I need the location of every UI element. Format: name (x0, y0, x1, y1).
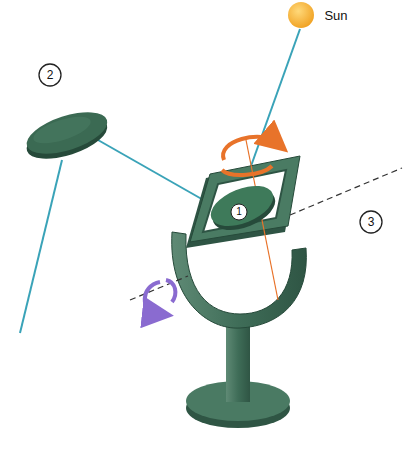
output-ray (20, 160, 62, 333)
primary-mirror (205, 178, 281, 238)
callout-number: 1 (236, 207, 242, 217)
declination-axis (130, 276, 188, 300)
sun (288, 2, 314, 28)
callout-circle (360, 211, 382, 233)
mount-stand (172, 232, 307, 428)
callout-number: 3 (368, 216, 375, 228)
declination-axis (290, 168, 402, 215)
rotation-arrow (166, 280, 175, 302)
sun-label: Sun (324, 9, 347, 22)
mirror-frame (186, 156, 300, 248)
callout-circle (231, 204, 247, 220)
callout-circle (39, 64, 61, 86)
rotation-arrow (222, 166, 272, 175)
rotation-arrow (145, 282, 160, 314)
callout-number: 2 (47, 69, 54, 81)
secondary-mirror (22, 104, 112, 167)
rotation-arrow (223, 137, 276, 160)
